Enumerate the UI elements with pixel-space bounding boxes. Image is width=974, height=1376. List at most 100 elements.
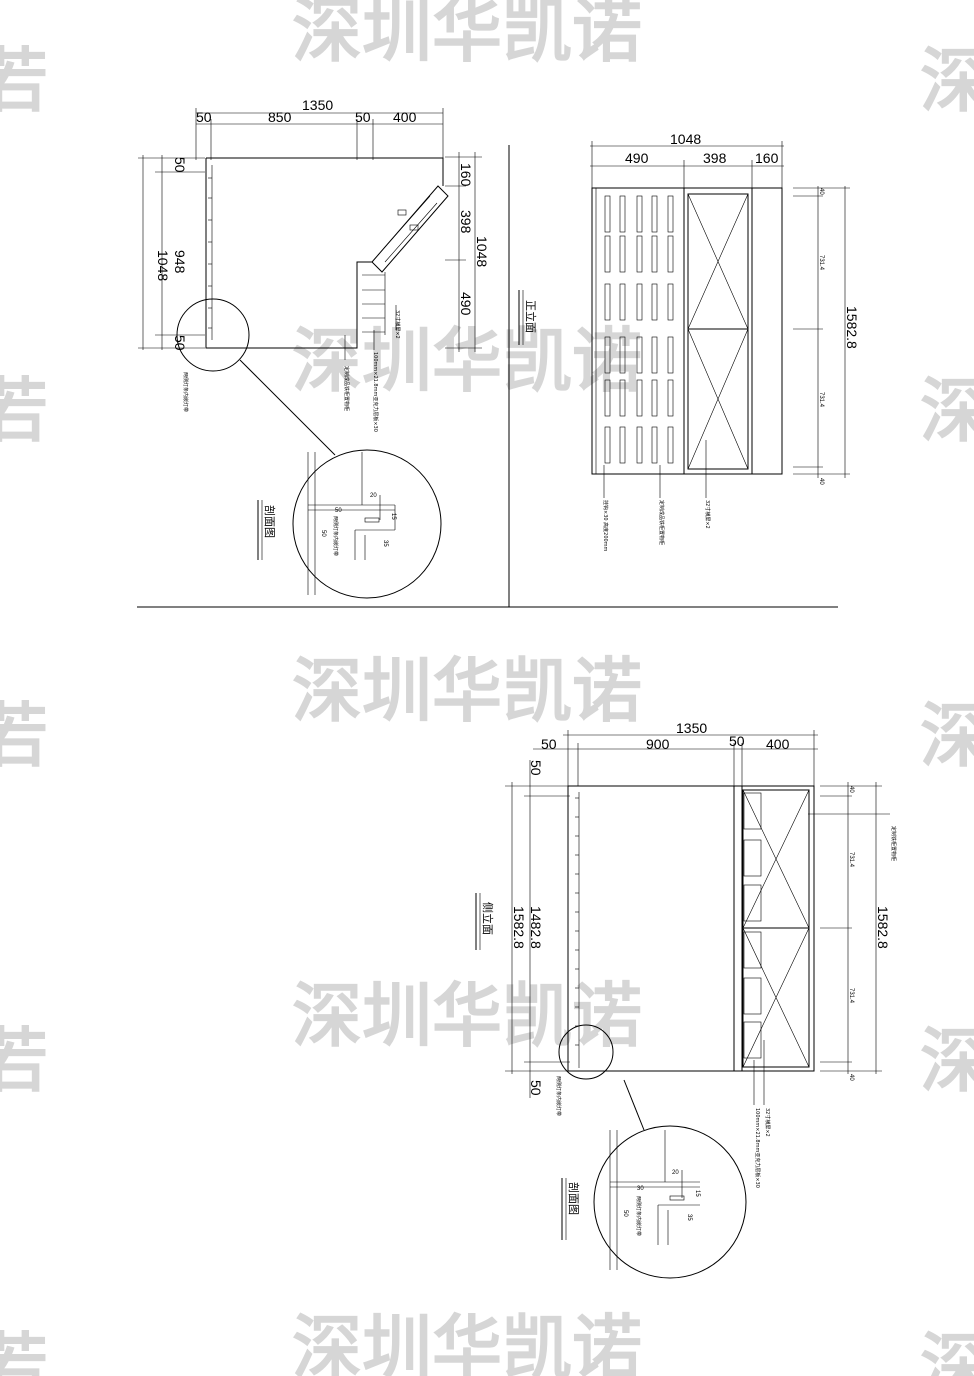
watermark-text: 深圳华凯诺: [292, 650, 642, 732]
side-shelves: [743, 792, 762, 1059]
front-elevation: 1048 490 398 160 40 731.4 731.4 40 1582.…: [518, 131, 860, 552]
dim-left-bottom: 50: [172, 335, 188, 351]
dim-right-seg: 160: [458, 163, 474, 187]
watermark-edge-left: 若: [0, 1020, 48, 1102]
detail-circle: [292, 449, 442, 599]
shelf-slot: [619, 379, 626, 417]
side-elevation: 1350 50 900 50 400 50 1482.8 1582.8 50: [475, 720, 897, 1279]
front-cabinet: [591, 187, 783, 475]
dim-seg: 850: [268, 109, 292, 125]
dim-side-seg: 50: [729, 733, 745, 749]
front-slots: [595, 188, 674, 474]
dim-side-h: 40: [848, 1074, 854, 1081]
angled-screen-inner: [377, 195, 438, 263]
watermark-edge-left: 若: [0, 40, 48, 122]
shelf-panel: [743, 884, 762, 922]
detail-callout: [176, 298, 250, 372]
plan-hooks: [208, 177, 212, 329]
dim-side-inner: 1482.8: [528, 906, 544, 949]
dim-side-h: 40: [848, 786, 854, 793]
plan-shelves: [362, 272, 386, 335]
shelf-slot: [651, 283, 658, 321]
shelf-slot: [667, 426, 674, 464]
side-hooks: [575, 797, 579, 1046]
dim-side-h: 731.4: [848, 988, 854, 1004]
watermark-edge-left: 若: [0, 370, 48, 452]
svg-text:15: 15: [390, 513, 396, 520]
shelf-slot: [636, 283, 643, 321]
svg-text:15: 15: [694, 1190, 700, 1197]
dim-right-overall: 1048: [474, 236, 490, 267]
shelf-slot: [636, 426, 643, 464]
watermark-edge-right: 深: [920, 1020, 974, 1102]
front-title: 正立面: [518, 290, 538, 345]
dim-front-h: 731.4: [818, 392, 824, 408]
note-screen: 32寸横屏×2: [394, 310, 401, 339]
dim-side-overall: 1582.8: [511, 906, 527, 949]
shelf-slot: [619, 283, 626, 321]
watermark-text: 深圳华凯诺: [292, 320, 642, 402]
dim-side-right-overall: 1582.8: [875, 906, 891, 949]
callout-leader: [239, 359, 336, 456]
watermark-text: 深圳华凯诺: [292, 0, 642, 72]
shelf-panel: [743, 931, 762, 969]
plan-view: 1350 50 850 50 400 1048 948 50 50: [138, 97, 490, 599]
note-screen: 32寸横屏×2: [764, 1108, 771, 1137]
shelf-slot: [604, 336, 611, 374]
svg-text:20: 20: [672, 1170, 679, 1176]
note-strip: 两侧灯条内嵌灯带: [182, 372, 189, 412]
shelf-slot: [651, 235, 658, 273]
shelf-slot: [667, 336, 674, 374]
watermark-text: 深圳华凯诺: [292, 975, 642, 1057]
dim-side-h: 731.4: [848, 852, 854, 868]
shelf-slot: [604, 379, 611, 417]
watermark-edge-left: 若: [0, 1325, 48, 1376]
watermark-edge-right: 深: [920, 40, 974, 122]
watermark-edge-left: 若: [0, 695, 48, 777]
dim-side-bottom: 50: [528, 1080, 544, 1096]
dim-front-seg: 160: [755, 150, 779, 166]
detail-callout: [558, 1024, 614, 1080]
side-title: 侧立面: [475, 893, 495, 950]
svg-text:剖面图: 剖面图: [263, 505, 277, 538]
svg-text:正立面: 正立面: [524, 300, 538, 333]
watermark-text: 深圳华凯诺: [292, 1307, 642, 1376]
side-glass-cross: [742, 789, 810, 1068]
note-right: 定制铁柜置物柜: [890, 826, 897, 861]
shelf-slot: [619, 235, 626, 273]
dim-left-inner: 948: [172, 250, 188, 274]
watermark-edge-right: 深: [920, 695, 974, 777]
shelf-slot: [636, 379, 643, 417]
svg-text:剖面图: 剖面图: [567, 1182, 581, 1215]
dim-side-top: 50: [528, 760, 544, 776]
dim-right-seg: 490: [458, 292, 474, 316]
shelf-slot: [604, 426, 611, 464]
shelf-slot: [651, 336, 658, 374]
shelf-panel: [743, 792, 762, 830]
dim-left-overall: 1048: [155, 250, 171, 281]
side-cabinet: [567, 785, 815, 1072]
dim-side-width: 1350: [676, 720, 707, 736]
shelf-panel: [743, 977, 762, 1015]
note-board: 100mm×21.8mm亚克力层板×30: [372, 352, 379, 432]
dim-side-seg: 900: [646, 736, 670, 752]
note-board: 100mm×21.8mm亚克力层板×30: [754, 1108, 761, 1188]
note-hooks: 挂钩×30 高度200mm: [602, 500, 609, 552]
shelf-slot: [651, 426, 658, 464]
svg-text:两侧灯条内嵌灯带: 两侧灯条内嵌灯带: [332, 516, 339, 556]
svg-text:50: 50: [335, 508, 342, 514]
dim-front-h: 731.4: [818, 255, 824, 271]
shelf-slot: [651, 195, 658, 233]
dim-front-height: 1582.8: [844, 306, 860, 349]
dim-side-seg: 50: [541, 736, 557, 752]
note-screen: 32寸横屏×2: [704, 500, 711, 529]
dim-side-seg: 400: [766, 736, 790, 752]
note-cabinet: 定制成品铁柜置物柜: [658, 500, 665, 545]
dim-front-h: 40: [818, 188, 824, 195]
shelf-slot: [604, 283, 611, 321]
glass-door-bottom: [687, 328, 749, 470]
note-strip: 两侧灯条内嵌灯带: [555, 1076, 562, 1116]
dim-seg: 400: [393, 109, 417, 125]
